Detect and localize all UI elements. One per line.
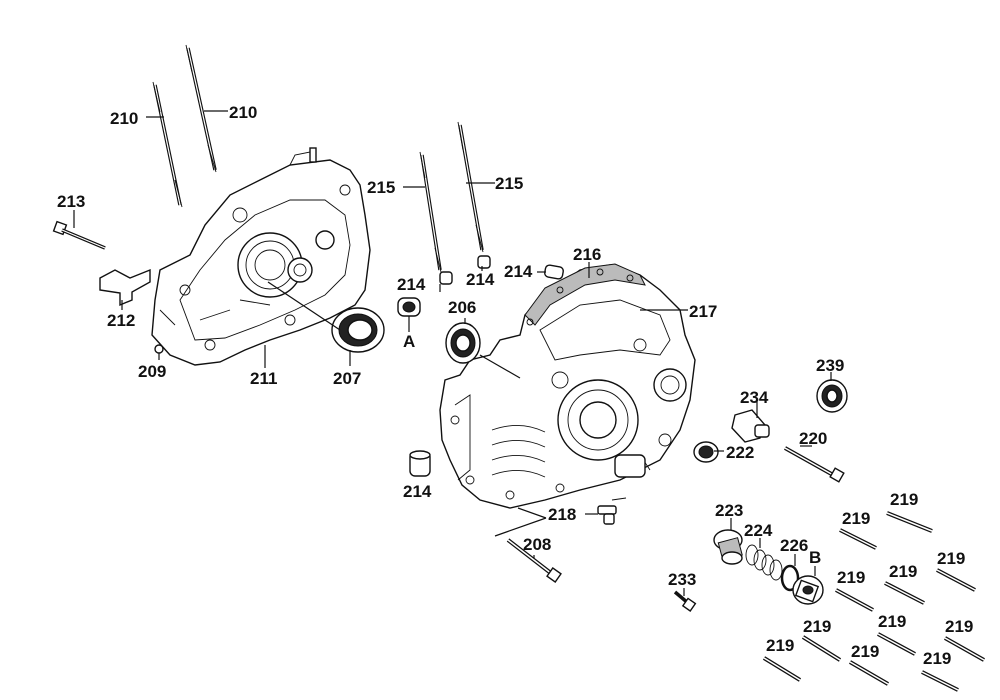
- bolt-219-j: [848, 660, 890, 686]
- bushing-A: [397, 297, 421, 317]
- label-213: 213: [57, 192, 85, 211]
- bearing-222: [693, 441, 719, 463]
- bolt-233: [673, 590, 697, 612]
- label-212: 212: [107, 311, 135, 330]
- stud-bolt-215-right: [457, 121, 484, 253]
- label-219-e: 219: [837, 568, 865, 587]
- label-218: 218: [548, 505, 576, 524]
- bolt-219-c: [936, 568, 976, 592]
- sensor-234: [731, 409, 770, 443]
- label-210-right: 210: [229, 103, 257, 122]
- label-B: B: [809, 548, 821, 567]
- label-214-top: 214: [504, 262, 533, 281]
- bolt-219-k: [921, 670, 959, 692]
- spring-224: [745, 544, 783, 581]
- label-215-left: 215: [367, 178, 395, 197]
- label-210-left: 210: [110, 109, 138, 128]
- label-216: 216: [573, 245, 601, 264]
- label-219-c: 219: [937, 549, 965, 568]
- leader-lines: [73, 110, 832, 596]
- label-239: 239: [816, 356, 844, 375]
- label-234: 234: [740, 388, 769, 407]
- bolt-219-d: [884, 581, 925, 605]
- dowel-214-top: [544, 264, 564, 280]
- part-labels: 210 210 213 212 209 211 207 215 215 214 …: [57, 103, 973, 668]
- label-219-b: 219: [842, 509, 870, 528]
- stud-bolt-210-right: [185, 44, 217, 173]
- bolt-208: [506, 538, 562, 583]
- bolt-219-g: [877, 632, 916, 656]
- bearing-239: [816, 379, 848, 413]
- stud-bolt-215-left: [419, 151, 442, 273]
- label-222: 222: [726, 443, 754, 462]
- label-214-left: 214: [397, 275, 426, 294]
- bolt-219-e: [835, 588, 874, 612]
- label-214-right: 214: [466, 270, 495, 289]
- label-207: 207: [333, 369, 361, 388]
- stud-bolt-210-left: [152, 81, 183, 208]
- bolt-219-f: [944, 636, 985, 662]
- bolt-219-i: [762, 656, 802, 682]
- bolt-219-b: [839, 528, 877, 550]
- filter-cap-B: [792, 575, 824, 605]
- dowel-pin-209: [154, 344, 164, 354]
- oil-filter-screen-223: [713, 529, 743, 565]
- label-226: 226: [780, 536, 808, 555]
- label-219-f: 219: [945, 617, 973, 636]
- label-215-right: 215: [495, 174, 523, 193]
- label-214-bottom: 214: [403, 482, 432, 501]
- label-220: 220: [799, 429, 827, 448]
- label-219-g: 219: [878, 612, 906, 631]
- bolt-219-a: [886, 511, 933, 533]
- label-223: 223: [715, 501, 743, 520]
- bearing-207: [331, 307, 385, 353]
- label-211: 211: [250, 369, 277, 388]
- bracket-212: [99, 268, 151, 307]
- right-crankcase-half: [439, 263, 696, 509]
- label-209: 209: [138, 362, 166, 381]
- label-208: 208: [523, 535, 551, 554]
- label-219-a: 219: [890, 490, 918, 509]
- bolt-213: [52, 220, 106, 250]
- bearing-206: [445, 322, 481, 364]
- drain-plug-218: [597, 497, 627, 525]
- dowel-214-left: [439, 271, 453, 285]
- label-219-j: 219: [851, 642, 879, 661]
- dowel-214-right: [477, 255, 491, 269]
- label-219-h: 219: [803, 617, 831, 636]
- label-A: A: [403, 332, 415, 351]
- dowel-214-bottom: [409, 450, 431, 477]
- label-233: 233: [668, 570, 696, 589]
- label-206: 206: [448, 298, 476, 317]
- label-224: 224: [744, 521, 773, 540]
- label-219-k: 219: [923, 649, 951, 668]
- label-219-i: 219: [766, 636, 794, 655]
- label-219-d: 219: [889, 562, 917, 581]
- bolt-220: [784, 446, 845, 483]
- label-217: 217: [689, 302, 717, 321]
- bolt-219-h: [801, 635, 842, 662]
